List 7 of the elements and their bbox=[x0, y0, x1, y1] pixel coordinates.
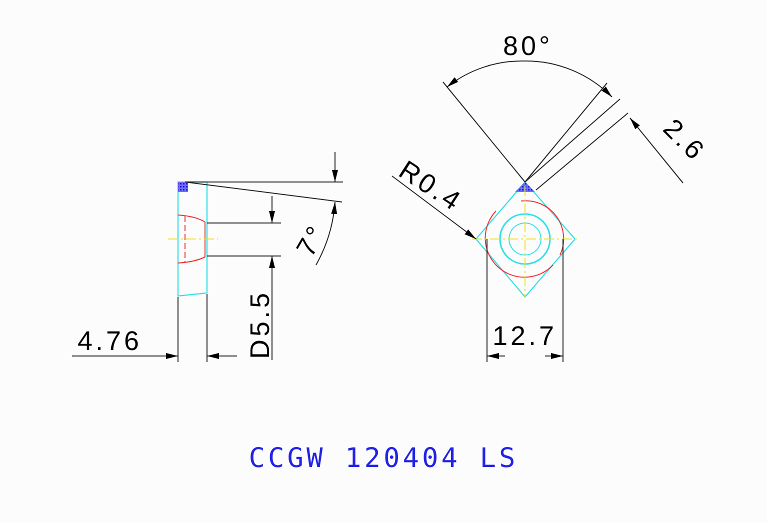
dimension-label: 12.7 bbox=[492, 322, 558, 350]
dimension-label: 2.6 bbox=[658, 114, 710, 166]
dimension-label: 80° bbox=[503, 32, 553, 60]
dimension-label: D5.5 bbox=[246, 289, 274, 359]
model-designation: CCGW 120404 LS bbox=[248, 443, 520, 474]
dimension-label: 4.76 bbox=[78, 328, 142, 354]
dimension-label: 7° bbox=[292, 219, 332, 261]
